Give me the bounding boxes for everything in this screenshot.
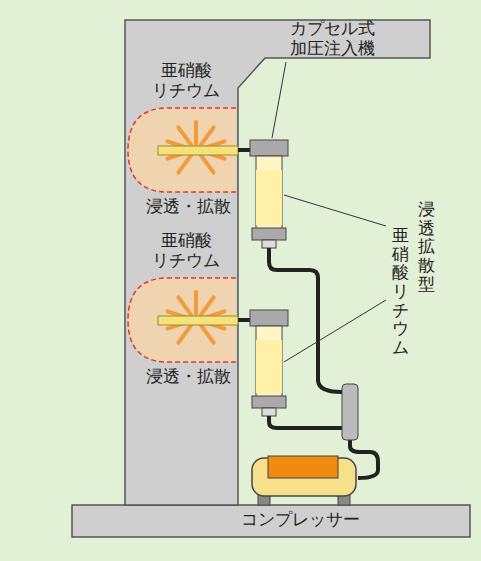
diffusion-label: 浸透・拡散	[136, 366, 240, 386]
diffusion-arrow	[201, 155, 214, 173]
diffusion-arrow	[178, 155, 191, 173]
material-label: 亜硝酸リチウム	[392, 226, 409, 357]
concrete-structure	[125, 20, 430, 505]
diffusion-arrow	[201, 325, 214, 343]
hose	[269, 248, 342, 392]
diffusion-arrow	[178, 297, 191, 315]
diffusion-arrow	[178, 127, 191, 145]
hose	[269, 416, 342, 428]
chemical-label: 亜硝酸 リチウム	[138, 230, 234, 271]
chemical-label: 亜硝酸 リチウム	[138, 60, 234, 101]
capsule-injector	[250, 310, 288, 416]
manifold	[342, 384, 358, 440]
capsule-injector	[250, 140, 288, 248]
diffusion-arrow	[194, 292, 198, 314]
base-slab	[72, 505, 470, 537]
compressor-label: コンプレッサー	[180, 509, 420, 529]
callout-label: カプセル式 加圧注入機	[290, 18, 420, 59]
material-label: 浸透拡散型	[418, 200, 435, 293]
diffusion-arrow	[178, 325, 191, 343]
diffusion-arrow	[194, 122, 198, 144]
injection-hole	[158, 316, 238, 325]
compressor	[252, 456, 356, 505]
leader-line	[284, 300, 386, 362]
diffusion-label: 浸透・拡散	[136, 196, 240, 216]
diffusion-arrow	[201, 297, 214, 315]
leader-line	[284, 195, 386, 226]
injection-hole	[158, 146, 238, 155]
diffusion-arrow	[201, 127, 214, 145]
leader-line	[272, 62, 286, 138]
